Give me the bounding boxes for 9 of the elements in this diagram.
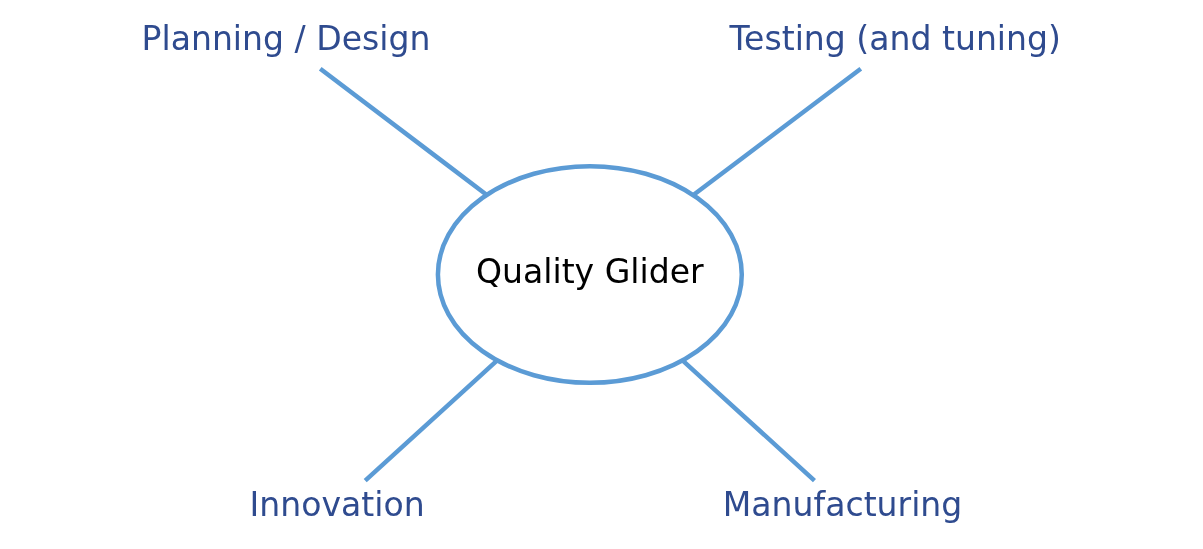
node-ellipse: Quality Glider [435,163,745,386]
node-text: Testing (and tuning) [729,18,1061,58]
node-text: Planning / Design [141,18,431,58]
node-text: Innovation [249,485,425,525]
connector [681,358,816,483]
connector [691,67,863,197]
connector [363,358,499,483]
node-text: Manufacturing [722,485,963,525]
connector [318,67,488,197]
